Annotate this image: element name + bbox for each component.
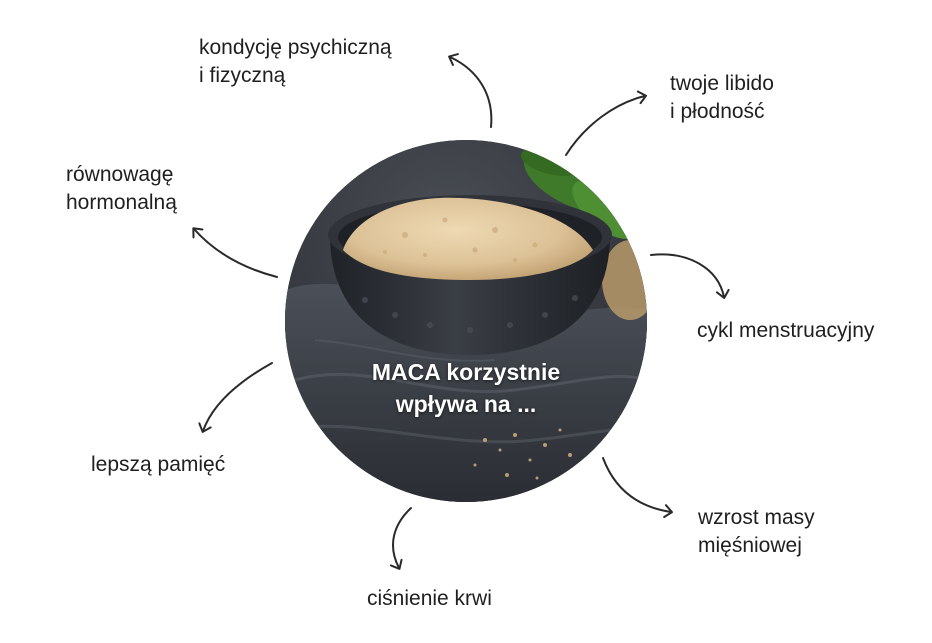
arrow-to-pressure	[389, 507, 412, 570]
benefit-libido-line2: i płodność	[670, 100, 765, 123]
benefit-muscle-line2: mięśniowej	[698, 534, 802, 557]
benefit-pressure: ciśnienie krwi	[367, 585, 492, 613]
benefit-memory-line1: lepszą pamięć	[91, 453, 226, 476]
benefit-libido: twoje libido i płodność	[670, 70, 774, 126]
benefit-psyche: kondycję psychiczną i fizyczną	[199, 34, 392, 90]
arrow-to-cycle	[650, 253, 730, 299]
benefit-hormones-line2: hormonalną	[66, 191, 177, 214]
arrow-to-memory	[198, 362, 273, 433]
benefit-muscle-line1: wzrost masy	[698, 506, 815, 529]
arrow-to-hormones	[192, 227, 278, 278]
maca-bowl-photo: MACA korzystnie wpływa na ...	[285, 140, 647, 502]
benefit-psyche-line2: i fizyczną	[199, 64, 286, 87]
benefit-psyche-line1: kondycję psychiczną	[199, 36, 392, 59]
arrow-to-psyche	[448, 53, 493, 128]
center-heading: MACA korzystnie wpływa na ...	[285, 356, 647, 420]
benefit-hormones: równowagę hormonalną	[66, 161, 177, 217]
benefit-libido-line1: twoje libido	[670, 72, 774, 95]
center-heading-line1: MACA korzystnie	[371, 359, 561, 385]
benefit-pressure-line1: ciśnienie krwi	[367, 587, 492, 610]
benefit-cycle: cykl menstruacyjny	[697, 317, 874, 345]
benefit-cycle-line1: cykl menstruacyjny	[697, 319, 875, 342]
benefit-memory: lepszą pamięć	[91, 451, 225, 479]
center-heading-line2: wpływa na ...	[395, 391, 537, 417]
benefit-muscle: wzrost masy mięśniowej	[698, 504, 815, 560]
herb-leaves	[520, 146, 638, 240]
benefit-hormones-line1: równowagę	[66, 163, 174, 186]
